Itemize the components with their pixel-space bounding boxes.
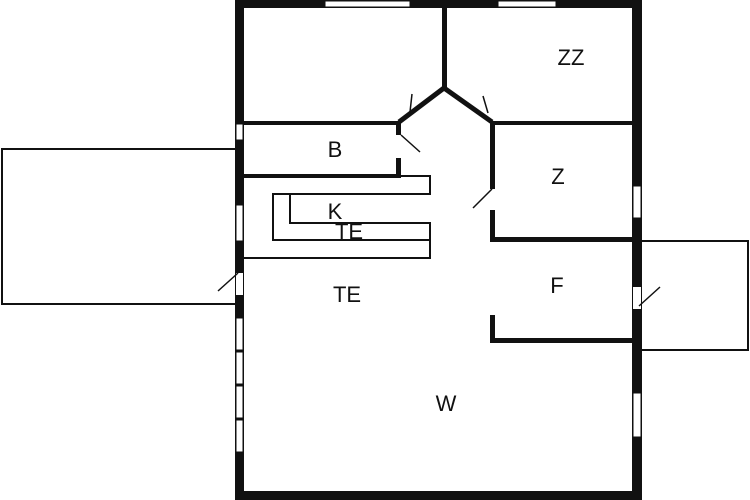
wall-b-right-lower	[396, 158, 401, 178]
door-swing-b	[400, 134, 421, 153]
window-left-5	[235, 385, 244, 419]
wall-b-top	[243, 121, 401, 125]
wall-z-left-lower	[490, 210, 495, 242]
door-swing-right	[638, 286, 661, 307]
window-left-4	[235, 351, 244, 385]
window-left-3	[235, 317, 244, 351]
room-label-z: Z	[551, 164, 564, 189]
outer-wall-left	[235, 0, 244, 500]
outer-wall-bottom	[235, 491, 642, 500]
window-left-6	[235, 419, 244, 453]
window-top-right	[497, 0, 557, 8]
left-terrace	[1, 148, 239, 305]
wall-hall-peak	[397, 84, 494, 125]
outer-wall-top	[235, 0, 642, 8]
room-label-zz: ZZ	[558, 45, 585, 70]
room-label-w: W	[436, 391, 457, 416]
right-terrace	[639, 240, 749, 351]
wall-b-right-upper	[396, 121, 401, 135]
room-label-te-kitchen: TE	[335, 219, 363, 244]
room-label-b: B	[328, 137, 343, 162]
door-opening-right	[633, 287, 641, 309]
door-swing-z	[472, 188, 493, 209]
door-opening-left	[236, 273, 243, 295]
wall-z-bottom	[490, 237, 633, 242]
door-swing-upper-left	[409, 93, 413, 113]
kitchen-counter-lower	[243, 240, 431, 259]
outer-wall-right	[632, 0, 642, 500]
door-swing-upper-right	[482, 95, 489, 114]
door-swing-left	[217, 272, 239, 292]
window-left-1	[235, 123, 244, 141]
wall-z-left-upper	[490, 121, 495, 189]
window-top-left	[324, 0, 411, 8]
wall-zz-divider	[442, 7, 447, 91]
room-label-te-hall: TE	[333, 282, 361, 307]
room-label-f: F	[550, 273, 563, 298]
wall-f-left	[490, 315, 495, 343]
window-right-2	[632, 392, 642, 438]
kitchen-counter	[243, 175, 431, 241]
window-right-1	[632, 185, 642, 219]
window-left-2	[235, 204, 244, 242]
room-label-k: K	[328, 199, 343, 224]
wall-f-bottom	[490, 338, 633, 343]
wall-z-top	[490, 121, 633, 125]
